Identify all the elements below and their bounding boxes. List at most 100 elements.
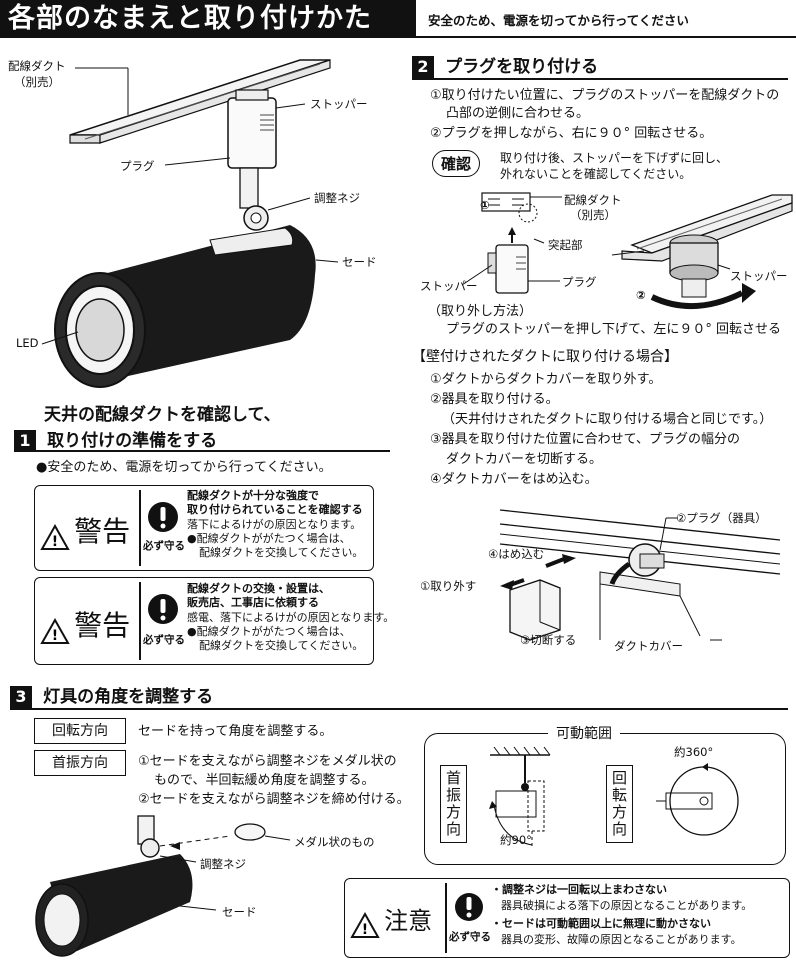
diag-duct-sub: （別売）	[570, 208, 616, 222]
exclamation-circle-icon	[148, 594, 178, 624]
section3-number: 3	[10, 686, 32, 708]
section1-heading: 1 取り付けの準備をする	[14, 426, 217, 452]
warning-2-head2: 販売店、工事店に依頼する	[187, 596, 319, 609]
section1-title-line2: 取り付けの準備をする	[47, 431, 218, 451]
wall-diag-cover: ダクトカバー	[614, 639, 683, 653]
caution-box: ! 注意 必ず守る ・調整ネジは一回転以上まわさない 器具破損による落下の原因と…	[344, 878, 790, 958]
title-rule	[416, 36, 796, 38]
warning-triangle-icon: !	[40, 523, 70, 550]
wall-head: 【壁付けされたダクトに取り付ける場合】	[412, 349, 678, 365]
wall-step-4: ④ダクトカバーをはめ込む。	[430, 472, 598, 487]
swing-step1a: ①セードを支えながら調整ネジをメダル状の	[138, 754, 397, 769]
page-title: 各部のなまえと取り付けかた	[0, 0, 416, 38]
section2-number: 2	[412, 56, 434, 78]
warning-1-head2: 取り付けられていることを確認する	[187, 503, 363, 516]
wall-diag-cut: ③切断する	[520, 633, 577, 647]
removal-head: （取り外し方法）	[428, 304, 533, 319]
svg-text:!: !	[52, 534, 58, 550]
warning-1-must: 必ず守る	[143, 540, 185, 552]
label-screw-3: 調整ネジ	[200, 857, 246, 871]
wall-step-2-note: （天井付けされたダクトに取り付ける場合と同じです。）	[442, 412, 773, 427]
divider	[139, 582, 141, 660]
warning-1-bullet1: ●配線ダクトががたつく場合は、	[187, 532, 351, 545]
divider	[139, 490, 141, 566]
range-rotate-angle: 約360°	[674, 745, 714, 759]
warning-1-sub: 落下によるけがの原因となります。	[187, 518, 362, 531]
section3-rule	[10, 708, 788, 710]
svg-text:!: !	[52, 628, 58, 644]
diag-duct: 配線ダクト	[564, 193, 622, 207]
section1-note: ●安全のため、電源を切ってから行ってください。	[36, 460, 332, 475]
exclamation-circle-icon	[455, 893, 483, 921]
label-screw: 調整ネジ	[314, 191, 360, 205]
wall-step-1: ①ダクトからダクトカバーを取り外す。	[430, 372, 662, 387]
label-duct: 配線ダクト	[8, 59, 66, 73]
warning-2-bullet1: ●配線ダクトががたつく場合は、	[187, 625, 351, 638]
rotation-tag: 回転方向	[34, 718, 126, 744]
warning-1-head1: 配線ダクトが十分な強度で	[187, 489, 319, 502]
wall-step-2: ②器具を取り付ける。	[430, 392, 559, 407]
adjust-lamp-diagram	[35, 815, 291, 957]
section2-step1a: ①取り付けたい位置に、プラグのストッパーを配線ダクトの	[430, 88, 780, 103]
warning-2-sub: 感電、落下によるけがの原因となります。	[187, 611, 395, 624]
diag-stopper: ストッパー	[420, 279, 478, 293]
warning-2-must: 必ず守る	[143, 634, 185, 646]
removal-text: プラグのストッパーを押し下げて、左に９０° 回転させる	[446, 322, 781, 337]
section2-title: プラグを取り付ける	[445, 57, 599, 77]
confirm-line1: 取り付け後、ストッパーを下げずに回し、	[500, 151, 729, 165]
caution-h1: ・調整ネジは一回転以上まわさない	[491, 883, 667, 896]
section2-step1b: 凸部の逆側に合わせる。	[446, 106, 590, 121]
diag-step1: ①	[480, 198, 490, 212]
section2-step2: ②プラグを押しながら、右に９０° 回転させる。	[430, 126, 713, 141]
caution-s2: 器具の変形、故障の原因となることがあります。	[501, 933, 742, 946]
section3-heading: 3 灯具の角度を調整する	[10, 682, 213, 708]
plug-install-diagram	[461, 192, 793, 309]
warning-2-label: 警告	[74, 609, 131, 642]
section1-title-line1: 天井の配線ダクトを確認して、	[44, 405, 281, 425]
section1-rule	[14, 450, 390, 452]
caution-label-group: ! 注意	[350, 901, 433, 938]
label-plug: プラグ	[120, 159, 155, 173]
warning-1-label-group: ! 警告	[40, 510, 131, 550]
wall-duct-diagram	[499, 509, 781, 641]
range-swing-label: 首振方向	[440, 765, 467, 843]
wall-diag-insert: ④はめ込む	[488, 547, 545, 561]
caution-must: 必ず守る	[449, 931, 491, 943]
swing-tag: 首振方向	[34, 750, 126, 776]
label-medal: メダル状のもの	[294, 835, 375, 849]
range-swing-angle: 約90°	[500, 833, 532, 847]
warning-1-label: 警告	[74, 515, 131, 548]
divider	[445, 883, 447, 953]
header-note: 安全のため、電源を切ってから行ってください	[428, 13, 689, 28]
label-shade: セード	[342, 255, 377, 269]
section2-heading: 2 プラグを取り付ける	[412, 52, 598, 78]
warning-triangle-icon: !	[40, 617, 70, 644]
exclamation-circle-icon	[148, 502, 178, 532]
wall-step-3b: ダクトカバーを切断する。	[446, 452, 603, 467]
section3-title: 灯具の角度を調整する	[43, 687, 214, 707]
warning-2-label-group: ! 警告	[40, 604, 131, 644]
label-stopper: ストッパー	[310, 97, 368, 111]
confirm-badge: 確認	[432, 150, 481, 177]
warning-1-bullet2: 配線ダクトを交換してください。	[199, 546, 364, 559]
range-diagram	[489, 746, 739, 849]
warning-triangle-icon: !	[350, 911, 380, 938]
confirm-line2: 外れないことを確認してください。	[500, 167, 692, 181]
diag-protrusion: 突起部	[548, 238, 583, 252]
swing-step1b: もので、半回転緩め角度を調整する。	[154, 773, 375, 788]
swing-step2: ②セードを支えながら調整ネジを締め付ける。	[138, 792, 410, 807]
wall-diag-remove: ①取り外す	[420, 579, 477, 593]
wall-step-3: ③器具を取り付けた位置に合わせて、プラグの幅分の	[430, 432, 741, 447]
section2-rule	[412, 78, 788, 80]
caution-label: 注意	[384, 907, 433, 935]
wall-diag-plug: ②プラグ（器具）	[676, 511, 767, 525]
range-title: 可動範囲	[548, 723, 620, 743]
warning-box-2: ! 警告 必ず守る 配線ダクトの交換・設置は、 販売店、工事店に依頼する 感電、…	[34, 577, 394, 665]
range-rotate-label: 回転方向	[606, 765, 633, 843]
diag-step2: ②	[636, 288, 646, 302]
parts-diagram	[41, 59, 339, 388]
diag-stopper2: ストッパー	[730, 269, 788, 283]
warning-2-head1: 配線ダクトの交換・設置は、	[187, 582, 330, 595]
label-shade-3: セード	[222, 905, 257, 919]
rotation-text: セードを持って角度を調整する。	[138, 724, 333, 739]
